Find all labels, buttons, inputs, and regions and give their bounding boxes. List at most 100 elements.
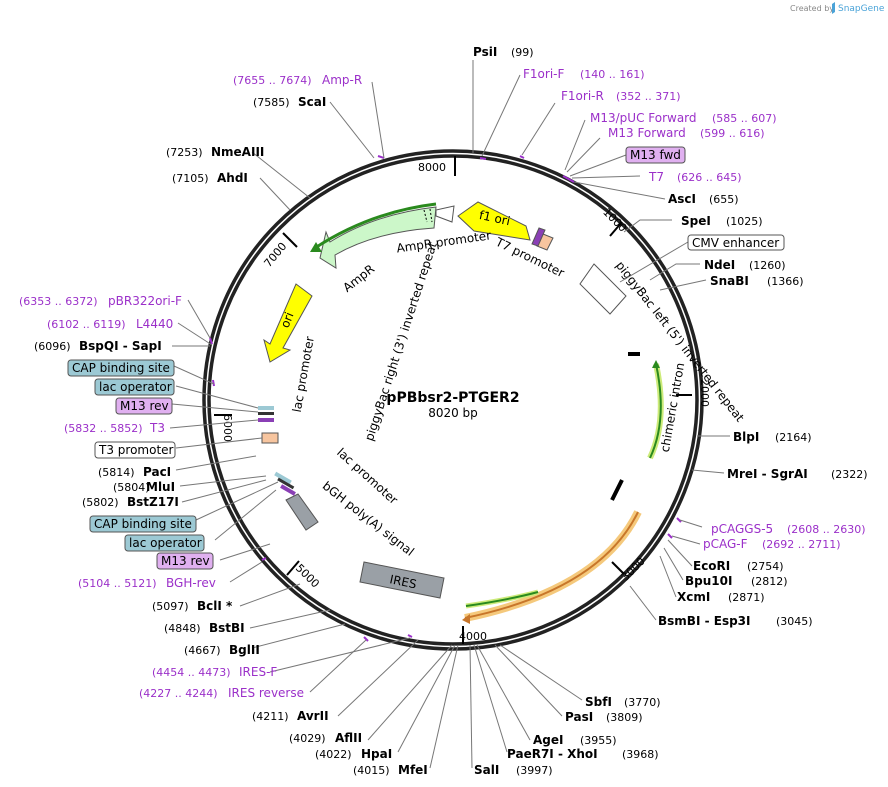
primer-t3: T3 xyxy=(149,421,165,435)
boxed-labels: M13 fwd CMV enhancer CAP binding site la… xyxy=(67,146,785,570)
t7-primer-box xyxy=(531,227,546,247)
site-paer7i-xhoi: PaeR7I - XhoI xyxy=(507,747,598,761)
lac-bottom-m13 xyxy=(280,484,296,496)
site-paer7i-xhoi-pos: (3968) xyxy=(622,748,659,761)
primer-m13-puc-forward-pos: (585 .. 607) xyxy=(712,112,777,125)
bgh-label: bGH poly(A) signal xyxy=(320,479,417,559)
primer-l4440-pos: (6102 .. 6119) xyxy=(47,318,126,331)
site-asci-pos: (655) xyxy=(709,193,739,206)
site-hpai-pos: (4022) xyxy=(315,748,352,761)
restriction-sites: PsiI (99) AscI (655) SpeI (1025) NdeI (1… xyxy=(34,45,868,777)
site-psii-pos: (99) xyxy=(511,46,534,59)
site-agei-pos: (3955) xyxy=(580,734,617,747)
site-hpai: HpaI xyxy=(361,747,392,761)
intron-orf-head xyxy=(652,360,660,368)
site-psii: PsiI xyxy=(473,45,497,59)
site-sali: SalI xyxy=(474,763,499,777)
primer-pcag-f-pos: (2692 .. 2711) xyxy=(762,538,841,551)
primer-ires-reverse: IRES reverse xyxy=(228,686,304,700)
ori-arrow xyxy=(263,283,313,363)
site-bpu10i-pos: (2812) xyxy=(751,575,788,588)
lac-bottom-cap xyxy=(274,471,292,485)
site-bstz17i-pos: (5802) xyxy=(82,496,119,509)
lac-promoter-top-label: lac promoter xyxy=(290,335,317,413)
plasmid-name: pPBbsr2-PTGER2 xyxy=(386,390,519,406)
site-bglii-pos: (4667) xyxy=(184,644,221,657)
ampr-promoter-label: AmpR promoter xyxy=(396,228,492,255)
lac-operator-top-label: lac operator xyxy=(99,380,172,394)
site-bstbi: BstBI xyxy=(209,621,245,635)
primer-marks xyxy=(209,155,682,642)
site-bsmbi-esp3i-pos: (3045) xyxy=(776,615,813,628)
site-ahdi: AhdI xyxy=(217,171,248,185)
t3-promoter-box-label: T3 promoter xyxy=(98,443,174,457)
t7-promoter-label: T7 promoter xyxy=(493,234,567,280)
site-paci: PacI xyxy=(143,465,171,479)
orange-orf-head xyxy=(462,614,470,624)
site-snabi: SnaBI xyxy=(710,274,749,288)
site-ahdi-pos: (7105) xyxy=(172,172,209,185)
site-bglii: BglII xyxy=(229,643,260,657)
site-bpu10i: Bpu10I xyxy=(685,574,732,588)
site-nmeaiii-pos: (7253) xyxy=(166,146,203,159)
site-bspqi-sapi-pos: (6096) xyxy=(34,340,71,353)
green-orf-line xyxy=(465,591,539,607)
primer-pbr322ori-f-pos: (6353 .. 6372) xyxy=(19,295,98,308)
site-agei: AgeI xyxy=(533,733,563,747)
site-sali-pos: (3997) xyxy=(516,764,553,777)
orange-orf-line xyxy=(464,511,639,619)
primer-l4440: L4440 xyxy=(136,317,173,331)
primer-pcaggs-5-pos: (2608 .. 2630) xyxy=(787,523,866,536)
primer-m13-puc-forward: M13/pUC Forward xyxy=(590,111,697,125)
primer-pbr322ori-f: pBR322ori-F xyxy=(108,294,182,308)
primer-f1ori-f: F1ori-F xyxy=(523,67,564,81)
primer-f1ori-r-pos: (352 .. 371) xyxy=(616,90,681,103)
lac-bottom-op xyxy=(277,477,295,490)
site-sbfi-pos: (3770) xyxy=(624,696,661,709)
primer-m13-forward: M13 Forward xyxy=(608,126,686,140)
site-bcli: BclI * xyxy=(197,599,233,613)
tick-label-6000: 6000 xyxy=(221,414,234,442)
site-mlui: MluI xyxy=(146,480,175,494)
tick-1000 xyxy=(609,221,623,237)
site-scai-pos: (7585) xyxy=(253,96,290,109)
f1-ori-label: f1 ori xyxy=(478,208,512,228)
site-mrei-sgrai-pos: (2322) xyxy=(831,468,868,481)
ampr-promoter-arrow xyxy=(435,205,455,223)
site-paci-pos: (5814) xyxy=(98,466,135,479)
plasmid-length: 8020 bp xyxy=(428,406,478,420)
primer-ires-reverse-pos: (4227 .. 4244) xyxy=(139,687,218,700)
site-pasi: PasI xyxy=(565,710,593,724)
ampr-orf-line xyxy=(314,202,437,250)
site-blpi: BlpI xyxy=(733,430,759,444)
chimeric-intron-ends xyxy=(610,352,640,501)
lac-top-op xyxy=(258,412,274,415)
ampr-label: AmpR xyxy=(340,262,377,295)
lac-top-m13 xyxy=(258,418,274,422)
site-xcmi: XcmI xyxy=(677,590,710,604)
cap-binding-top-label: CAP binding site xyxy=(72,361,170,375)
site-sbfi: SbfI xyxy=(585,695,612,709)
ires-label: IRES xyxy=(388,572,417,591)
m13-rev-top-label: M13 rev xyxy=(120,399,169,413)
tick-7000 xyxy=(282,232,298,248)
site-blpi-pos: (2164) xyxy=(775,431,812,444)
site-bspqi-sapi: BspQI - SapI xyxy=(79,339,162,353)
primer-ires-f: IRES-F xyxy=(239,665,277,679)
site-bstbi-pos: (4848) xyxy=(164,622,201,635)
site-mfei-pos: (4015) xyxy=(353,764,390,777)
primer-f1ori-r: F1ori-R xyxy=(561,89,604,103)
site-mfei: MfeI xyxy=(398,763,428,777)
primer-m13-forward-pos: (599 .. 616) xyxy=(700,127,765,140)
site-ecori-pos: (2754) xyxy=(747,560,784,573)
site-aflii-pos: (4029) xyxy=(289,732,326,745)
intron-orf-line xyxy=(649,363,662,459)
primer-t7-pos: (626 .. 645) xyxy=(677,171,742,184)
site-asci: AscI xyxy=(668,192,696,206)
primer-t7: T7 xyxy=(648,170,664,184)
primer-t3-pos: (5832 .. 5852) xyxy=(64,422,143,435)
site-aflii: AflII xyxy=(335,731,362,745)
primer-ires-f-pos: (4454 .. 4473) xyxy=(152,666,231,679)
